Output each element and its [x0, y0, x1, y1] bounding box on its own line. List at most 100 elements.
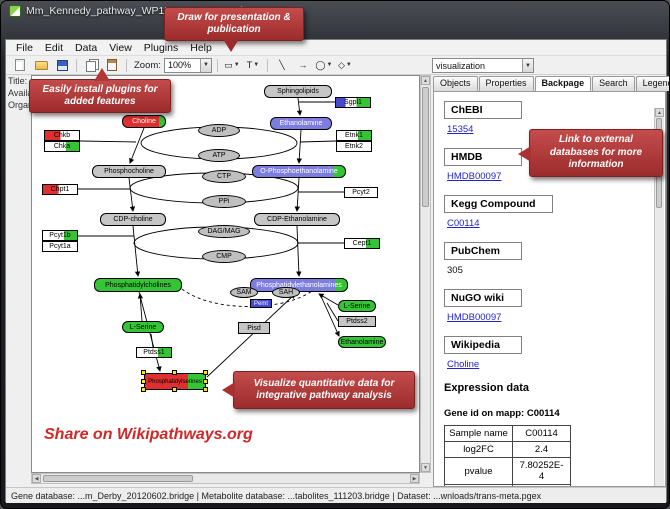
paste-button[interactable] [103, 58, 121, 73]
pathway-node-cdp-ethanolamine[interactable]: CDP-Ethanolamine [254, 213, 340, 226]
zoom-combobox[interactable]: 100% ▼ [163, 57, 212, 73]
title-bar[interactable]: Mm_Kennedy_pathway_WP1771_45176.gpml [1, 1, 669, 39]
open-button[interactable] [32, 58, 50, 73]
pathway-node-pcyt1b[interactable]: Pcyt1b [42, 230, 78, 241]
menu-view[interactable]: View [109, 41, 132, 54]
pathway-node-etnk2[interactable]: Etnk2 [336, 141, 372, 152]
pathway-node-l-serine[interactable]: L-Serine [338, 300, 376, 312]
pathway-node-ppi[interactable]: PPi [202, 195, 246, 208]
pathway-node-etnk1[interactable]: Etnk1 [336, 130, 372, 141]
pathway-node-pisd[interactable]: Pisd [238, 322, 270, 334]
pathway-node-cmp[interactable]: CMP [202, 250, 246, 263]
selection-handle[interactable] [203, 370, 208, 375]
backpage-link[interactable]: Choline [447, 359, 480, 370]
scrollbar-thumb[interactable] [43, 475, 193, 482]
tab-properties[interactable]: Properties [478, 76, 534, 91]
backpage-section-title: ChEBI [444, 101, 522, 119]
menu-edit[interactable]: Edit [44, 41, 64, 54]
tab-legend[interactable]: Legend [635, 76, 669, 91]
canvas-horizontal-scrollbar[interactable]: ◀ ▶ [31, 473, 420, 484]
tab-search[interactable]: Search [592, 76, 635, 91]
shape-tool-button[interactable]: ◇▼ [336, 58, 354, 73]
backpage-link[interactable]: HMDB00097 [447, 312, 502, 323]
menu-file[interactable]: File [16, 41, 33, 54]
selection-handle[interactable] [141, 378, 146, 384]
selection-handle[interactable] [203, 378, 208, 384]
pathway-node-pcyt2[interactable]: Pcyt2 [344, 187, 378, 198]
label-tool-button[interactable]: T▼ [244, 58, 262, 73]
menu-data[interactable]: Data [75, 41, 98, 54]
selection-handle[interactable] [141, 387, 146, 392]
pathway-node-pemt[interactable]: Pemt [250, 299, 272, 308]
pathway-node-chka[interactable]: Chka [44, 141, 80, 152]
pathway-node-sah[interactable]: SAH [272, 287, 300, 298]
pathway-node-choline[interactable]: Choline [122, 115, 166, 128]
pathway-node-sphingolipids[interactable]: Sphingolipids [264, 85, 332, 98]
ellipse-tool-button[interactable]: ◯▼ [315, 58, 333, 73]
pathway-node-chkb[interactable]: Chkb [44, 130, 80, 141]
pathway-node-phosphocholine[interactable]: Phosphocholine [92, 165, 166, 178]
pathway-node-dag-mag[interactable]: DAG/MAG [198, 225, 250, 238]
scroll-left-icon[interactable]: ◀ [32, 474, 41, 483]
selection-handle[interactable] [172, 370, 177, 375]
menu-plugins[interactable]: Plugins [143, 41, 179, 54]
backpage-section: ChEBI 15354 [444, 100, 647, 135]
backpage-section: HMDB HMDB00097 [444, 147, 647, 182]
new-pathway-button[interactable] [11, 58, 29, 73]
visualization-combobox[interactable]: visualization ▼ [432, 58, 534, 73]
scrollbar-thumb[interactable] [422, 87, 429, 207]
save-button[interactable] [53, 58, 71, 73]
tab-backpage[interactable]: Backpage [534, 76, 592, 91]
scroll-up-icon[interactable]: ▲ [655, 108, 664, 117]
pathway-node-cept1[interactable]: Cept1 [344, 238, 380, 249]
table-cell: pvalue [444, 457, 513, 485]
line-tool-button[interactable]: ╲ [273, 58, 291, 73]
pathway-node-ptdss1[interactable]: Ptdss1 [136, 347, 172, 358]
table-cell: Sample name [444, 425, 513, 442]
scroll-right-icon[interactable]: ▶ [410, 474, 419, 483]
pathway-node-ethanolamine[interactable]: Ethanolamine [338, 336, 386, 348]
callout-visualize: Visualize quantitative data for integrat… [222, 371, 415, 409]
shape-icon: ◇ [338, 59, 345, 70]
canvas-vertical-scrollbar[interactable]: ▲ ▼ [420, 75, 431, 473]
share-annotation: Share on Wikipathways.org [44, 426, 253, 443]
scroll-up-icon[interactable]: ▲ [421, 76, 430, 85]
pathway-node-l-serine[interactable]: L-Serine [122, 321, 164, 333]
pathway-node-chpt1[interactable]: Chpt1 [42, 184, 78, 195]
pathway-node-pcyt1a[interactable]: Pcyt1a [42, 241, 78, 252]
pathway-node-ethanolamine[interactable]: Ethanolamine [270, 117, 332, 130]
backpage-link[interactable]: HMDB00097 [447, 171, 502, 182]
datanode-tool-button[interactable]: ▭▼ [223, 58, 241, 73]
pathway-node-sgpl1[interactable]: Sgpl1 [335, 97, 371, 108]
backpage-section: NuGO wiki HMDB00097 [444, 288, 647, 323]
scroll-down-icon[interactable]: ▼ [421, 463, 430, 472]
selection-handle[interactable] [141, 370, 146, 375]
pathway-node-o-phosphoethanolamine[interactable]: O-Phosphoethanolamine [252, 165, 346, 178]
chevron-down-icon: ▼ [233, 62, 240, 68]
pathway-node-ctp[interactable]: CTP [202, 170, 246, 183]
pathway-node-ptdss2[interactable]: Ptdss2 [338, 316, 376, 327]
chevron-down-icon: ▼ [253, 62, 260, 68]
pathway-node-phosphatidylcholines[interactable]: Phosphatidylcholines [94, 278, 182, 292]
side-info-strip: Title: Availab Organis [6, 75, 31, 487]
pathway-node-phosphatidylserines[interactable]: Phosphatidylserines [141, 370, 208, 392]
pathway-node-atp[interactable]: ATP [198, 149, 240, 162]
tab-objects[interactable]: Objects [433, 76, 478, 91]
selection-handle[interactable] [172, 387, 177, 392]
pathway-node-cdp-choline[interactable]: CDP-choline [100, 213, 166, 226]
chevron-down-icon[interactable]: ▼ [522, 59, 533, 72]
backpage-value: 305 [447, 265, 463, 276]
backpage-link[interactable]: C00114 [447, 218, 480, 229]
chevron-down-icon[interactable]: ▼ [199, 58, 211, 72]
selection-handle[interactable] [203, 387, 208, 392]
backpage-link[interactable]: 15354 [447, 124, 474, 135]
pathway-node-adp[interactable]: ADP [198, 124, 240, 137]
arrow-tool-button[interactable]: → [294, 58, 312, 73]
pathway-node-sam[interactable]: SAM [230, 287, 258, 298]
copy-button[interactable] [82, 58, 100, 73]
menu-help[interactable]: Help [190, 41, 212, 54]
